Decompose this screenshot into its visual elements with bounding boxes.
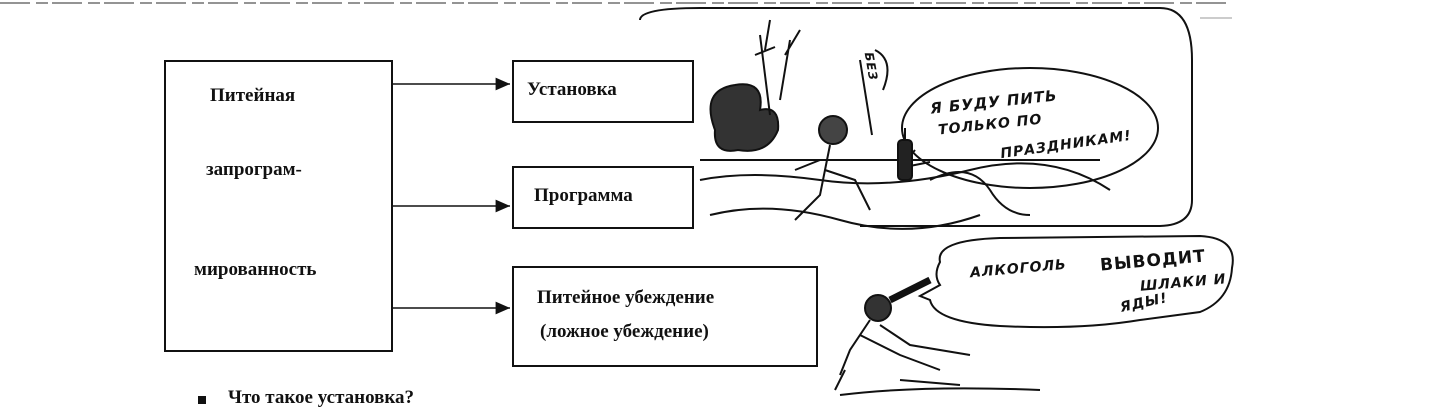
bottom-speech-bubble (917, 234, 1234, 329)
main-box-line2: запрограм- (206, 159, 302, 180)
main-box-line3: мированность (194, 259, 317, 280)
main-box-line1: Питейная (210, 85, 296, 106)
box-ustanovka (512, 60, 694, 123)
footer-bullet (198, 396, 206, 404)
box-ubezhdenie-line1: Питейное убеждение (537, 287, 715, 308)
box-programma-label: Программа (534, 185, 633, 206)
bottom-cartoon-drawing (834, 276, 1041, 396)
box-ubezhdenie (512, 266, 818, 367)
top-cartoon-frame (639, 7, 1193, 227)
box-ubezhdenie-line2: (ложное убеждение) (540, 321, 709, 342)
box-ustanovka-label: Установка (527, 79, 617, 100)
main-box (164, 60, 393, 352)
footer-question: Что такое установка? (228, 387, 415, 408)
box-programma (512, 166, 694, 229)
top-speech-bubble (901, 67, 1159, 189)
top-cartoon-drawing (699, 19, 1111, 230)
